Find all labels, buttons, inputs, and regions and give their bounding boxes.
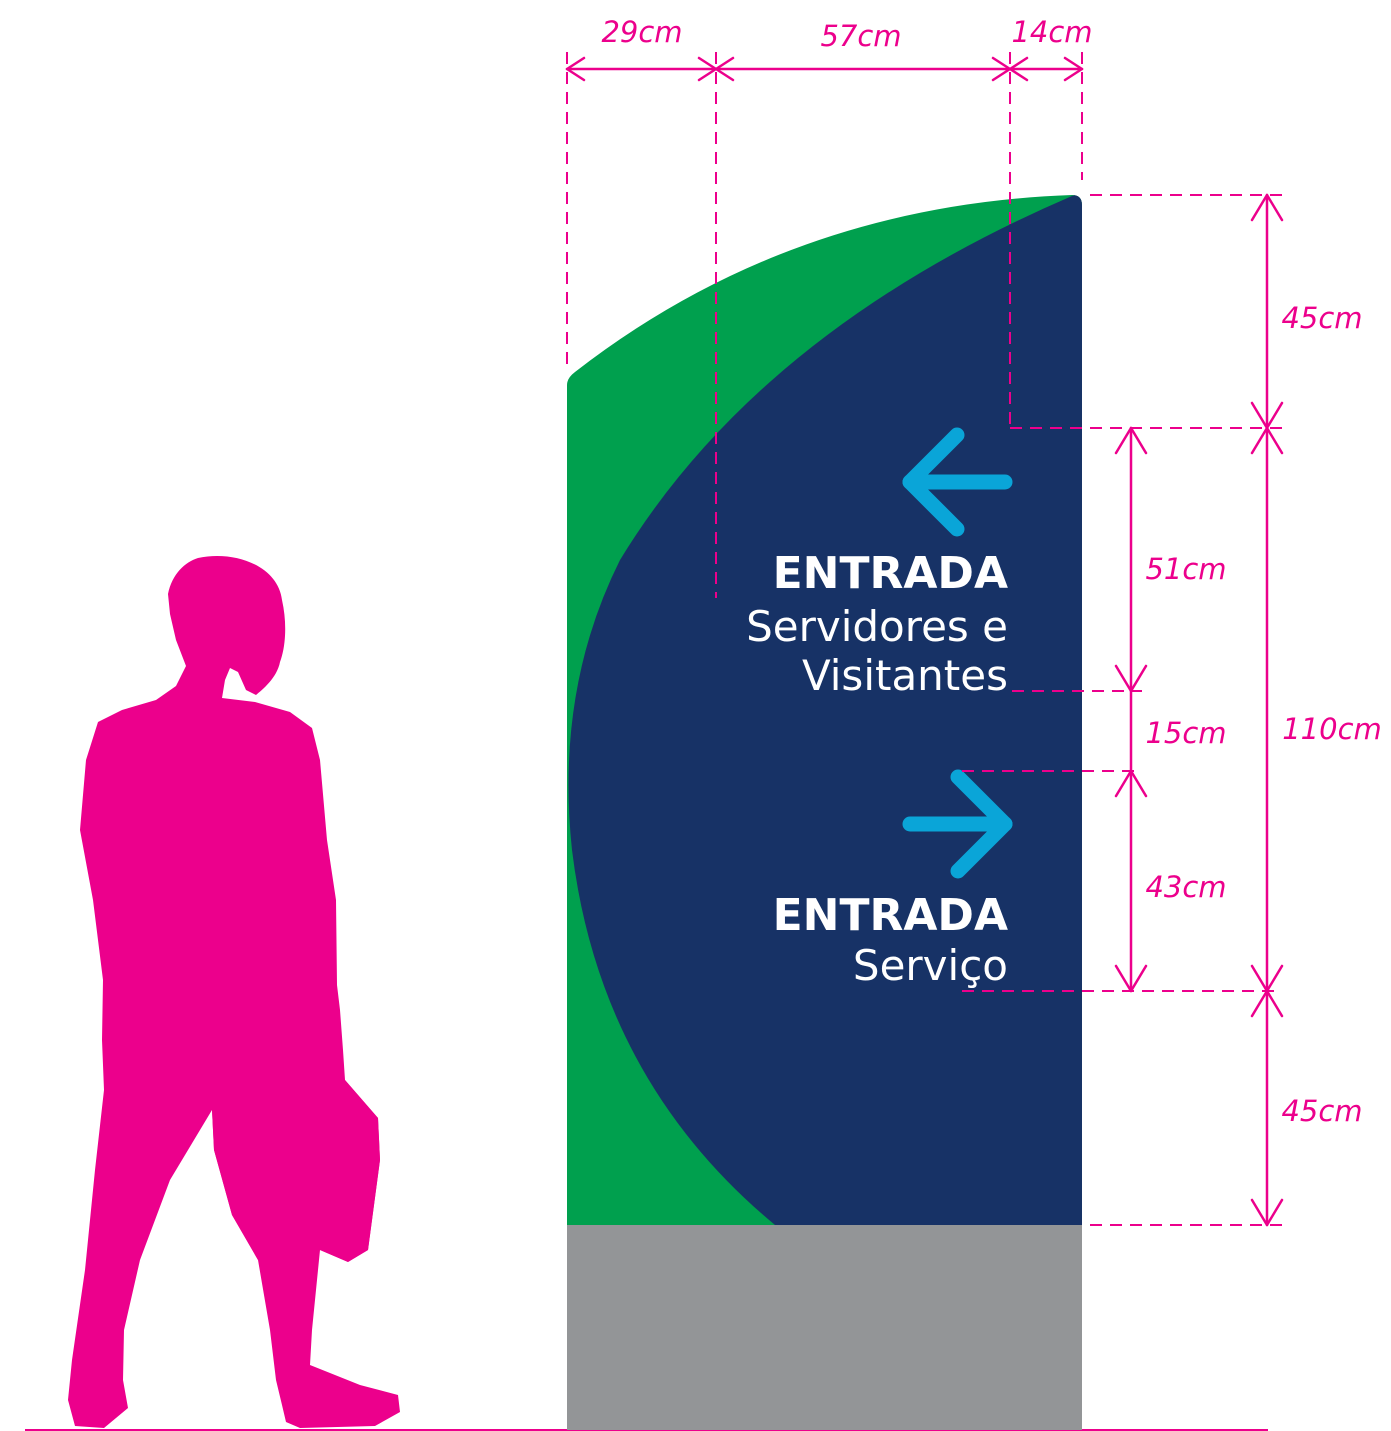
entry1-heading: ENTRADA [773,548,1008,599]
dim-right-outer-1: 45cm [1281,301,1362,335]
dim-top-2: 57cm [820,19,901,53]
sign-navy-field [568,195,1082,1225]
entry2-line1: Serviço [853,941,1008,990]
dim-right-inner-3: 43cm [1145,870,1226,904]
sign-base [567,1225,1082,1430]
dim-top-3: 14cm [1011,15,1092,49]
person-silhouette [68,555,400,1428]
dim-right-outer-2: 110cm [1282,712,1382,746]
entry2-heading: ENTRADA [773,890,1008,941]
dim-right-inner-1: 51cm [1145,552,1226,586]
dimension-guides [566,52,1282,1226]
dimension-arrows [565,56,1284,1227]
arrow-right-icon [902,769,1013,879]
entry1-line1: Servidores e [746,602,1008,651]
dim-right-inner-2: 15cm [1145,716,1226,750]
dimension-labels: 29cm 57cm 14cm 45cm 110cm 45cm 51cm 15cm… [601,15,1381,1128]
entry1-line2: Visitantes [802,651,1008,700]
sign-panel [567,195,1082,1225]
dim-top-1: 29cm [601,15,682,49]
dim-right-outer-3: 45cm [1281,1094,1362,1128]
arrow-left-icon [902,427,1013,537]
